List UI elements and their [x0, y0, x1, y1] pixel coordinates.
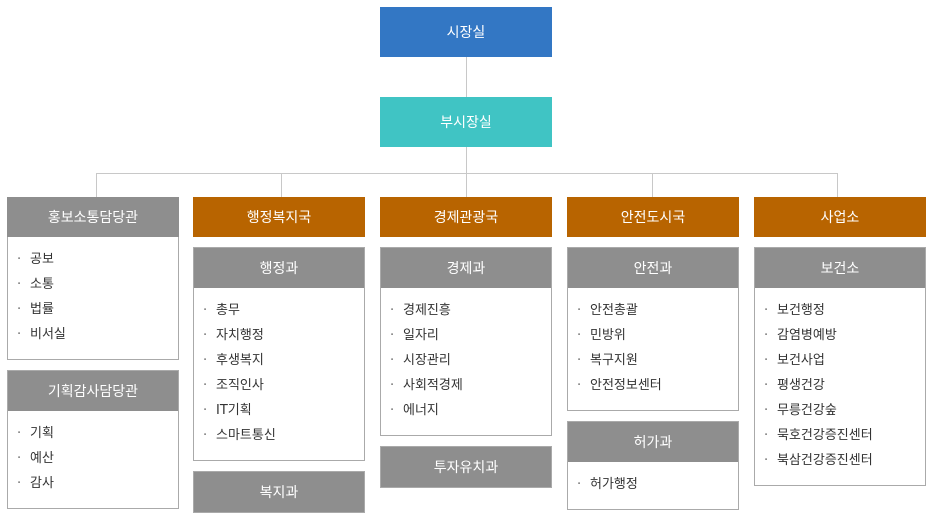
- department-column: 사업소보건소보건행정감염병예방보건사업평생건강무릉건강숲묵호건강증진센터북삼건강…: [754, 197, 926, 486]
- division-box: 허가과허가행정: [567, 421, 739, 510]
- division-title[interactable]: 기획감사담당관: [8, 371, 178, 411]
- department-head[interactable]: 행정복지국: [193, 197, 365, 237]
- division-box: 투자유치과: [380, 446, 552, 488]
- team-item[interactable]: 평생건강: [755, 373, 925, 398]
- connector-mayor-deputy: [466, 57, 467, 97]
- team-item[interactable]: 스마트통신: [194, 423, 364, 448]
- division-box: 보건소보건행정감염병예방보건사업평생건강무릉건강숲묵호건강증진센터북삼건강증진센…: [754, 247, 926, 486]
- connector-deputy-bus: [466, 147, 467, 173]
- team-item[interactable]: 북삼건강증진센터: [755, 448, 925, 473]
- team-item[interactable]: 복구지원: [568, 348, 738, 373]
- department-column: 행정복지국행정과총무자치행정후생복지조직인사IT기획스마트통신복지과: [193, 197, 365, 513]
- division-box: 안전과안전총괄민방위복구지원안전정보센터: [567, 247, 739, 411]
- team-item[interactable]: 예산: [8, 446, 178, 471]
- deputy-mayor-office-node[interactable]: 부시장실: [380, 97, 552, 147]
- team-item[interactable]: 민방위: [568, 323, 738, 348]
- team-item[interactable]: 일자리: [381, 323, 551, 348]
- team-item[interactable]: 보건행정: [755, 298, 925, 323]
- division-box: 행정과총무자치행정후생복지조직인사IT기획스마트통신: [193, 247, 365, 461]
- team-item[interactable]: 후생복지: [194, 348, 364, 373]
- team-item[interactable]: 묵호건강증진센터: [755, 423, 925, 448]
- team-list: 공보소통법률비서실: [8, 237, 178, 359]
- connector-drop-3: [466, 173, 467, 197]
- team-list: 안전총괄민방위복구지원안전정보센터: [568, 288, 738, 410]
- department-head[interactable]: 사업소: [754, 197, 926, 237]
- team-list: 보건행정감염병예방보건사업평생건강무릉건강숲묵호건강증진센터북삼건강증진센터: [755, 288, 925, 485]
- team-item[interactable]: 기획: [8, 421, 178, 446]
- team-item[interactable]: 안전총괄: [568, 298, 738, 323]
- department-head[interactable]: 홍보소통담당관: [7, 197, 179, 237]
- connector-drop-1: [96, 173, 97, 197]
- connector-drop-2: [281, 173, 282, 197]
- division-box: 기획감사담당관기획예산감사: [7, 370, 179, 509]
- team-list: 기획예산감사: [8, 411, 178, 508]
- team-item[interactable]: 조직인사: [194, 373, 364, 398]
- division-title[interactable]: 복지과: [194, 472, 364, 512]
- team-item[interactable]: 시장관리: [381, 348, 551, 373]
- team-item[interactable]: IT기획: [194, 398, 364, 423]
- team-item[interactable]: 공보: [8, 247, 178, 272]
- team-item[interactable]: 비서실: [8, 322, 178, 347]
- connector-drop-5: [837, 173, 838, 197]
- department-column: 안전도시국안전과안전총괄민방위복구지원안전정보센터허가과허가행정: [567, 197, 739, 510]
- team-item[interactable]: 경제진흥: [381, 298, 551, 323]
- team-list: 허가행정: [568, 462, 738, 509]
- division-box: 경제과경제진흥일자리시장관리사회적경제에너지: [380, 247, 552, 436]
- department-column: 경제관광국경제과경제진흥일자리시장관리사회적경제에너지투자유치과: [380, 197, 552, 488]
- team-item[interactable]: 사회적경제: [381, 373, 551, 398]
- team-item[interactable]: 소통: [8, 272, 178, 297]
- division-title[interactable]: 허가과: [568, 422, 738, 462]
- mayor-office-node[interactable]: 시장실: [380, 7, 552, 57]
- department-head[interactable]: 안전도시국: [567, 197, 739, 237]
- team-item[interactable]: 법률: [8, 297, 178, 322]
- division-box: 공보소통법률비서실: [7, 237, 179, 360]
- division-title[interactable]: 투자유치과: [381, 447, 551, 487]
- division-title[interactable]: 경제과: [381, 248, 551, 288]
- team-item[interactable]: 안전정보센터: [568, 373, 738, 398]
- connector-drop-4: [652, 173, 653, 197]
- team-item[interactable]: 에너지: [381, 398, 551, 423]
- team-item[interactable]: 총무: [194, 298, 364, 323]
- team-item[interactable]: 보건사업: [755, 348, 925, 373]
- team-item[interactable]: 감염병예방: [755, 323, 925, 348]
- team-list: 총무자치행정후생복지조직인사IT기획스마트통신: [194, 288, 364, 460]
- team-item[interactable]: 자치행정: [194, 323, 364, 348]
- division-title[interactable]: 보건소: [755, 248, 925, 288]
- department-head[interactable]: 경제관광국: [380, 197, 552, 237]
- division-title[interactable]: 행정과: [194, 248, 364, 288]
- division-box: 복지과: [193, 471, 365, 513]
- department-column: 홍보소통담당관공보소통법률비서실기획감사담당관기획예산감사: [7, 197, 179, 509]
- team-list: 경제진흥일자리시장관리사회적경제에너지: [381, 288, 551, 435]
- team-item[interactable]: 허가행정: [568, 472, 738, 497]
- team-item[interactable]: 감사: [8, 471, 178, 496]
- team-item[interactable]: 무릉건강숲: [755, 398, 925, 423]
- division-title[interactable]: 안전과: [568, 248, 738, 288]
